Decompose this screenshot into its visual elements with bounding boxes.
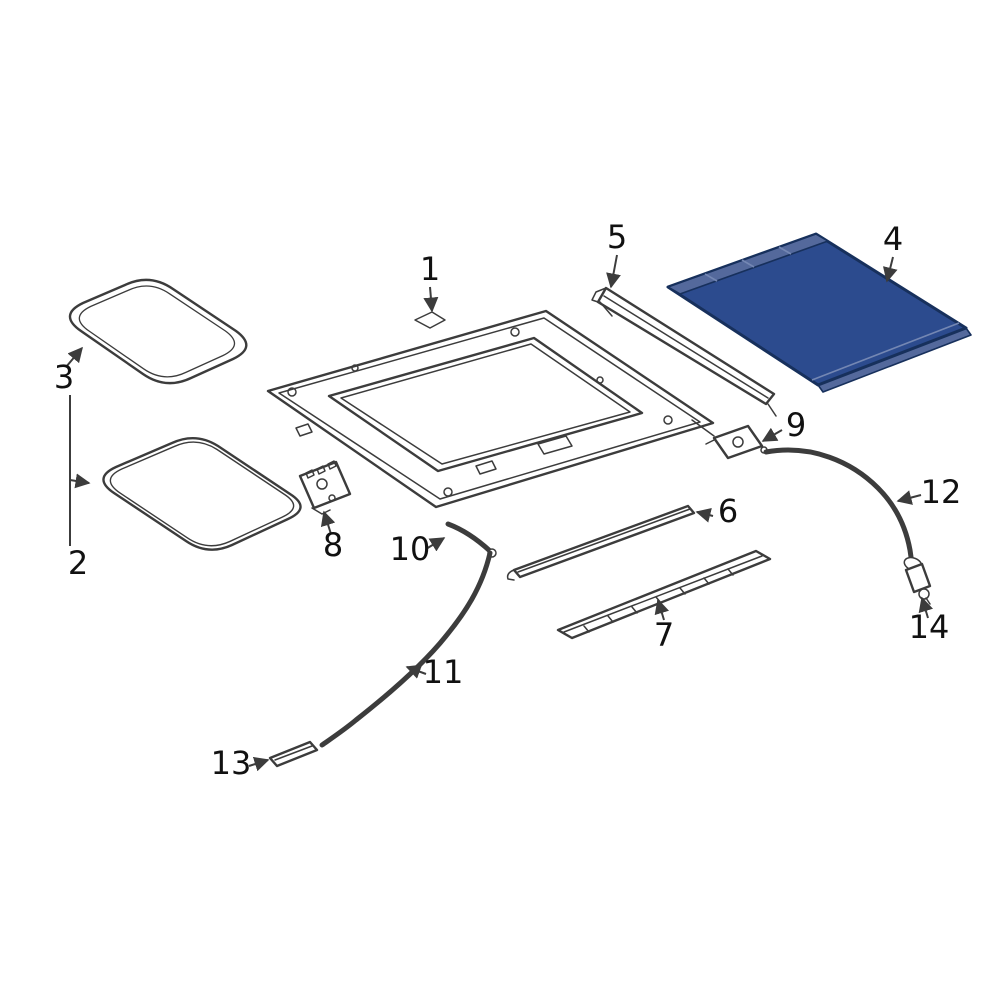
leader-line-12 — [896, 490, 922, 505]
part-label-2: 2 — [68, 544, 88, 582]
leader-line-14 — [918, 596, 934, 619]
leader-line-13 — [248, 756, 270, 772]
part-label-9: 9 — [786, 406, 806, 444]
part-13-hose-nozzle — [268, 740, 319, 768]
part-1-frame — [266, 309, 715, 509]
leader-line-5 — [606, 254, 621, 289]
part-label-11: 11 — [423, 653, 464, 691]
part-12-drain-hose-right — [763, 447, 915, 567]
leader-line-11 — [405, 664, 427, 679]
part-label-13: 13 — [211, 744, 252, 782]
part-2-glass-panel — [102, 437, 302, 551]
part-3-seal-ring — [68, 278, 248, 385]
part-9-drain-joint — [705, 424, 768, 460]
part-label-5: 5 — [607, 218, 627, 256]
part-label-1: 1 — [420, 250, 440, 288]
part-label-7: 7 — [654, 616, 674, 654]
leader-line-1 — [423, 286, 439, 313]
leader-line-2 — [69, 473, 91, 489]
part-label-8: 8 — [323, 526, 343, 564]
leader-line-10 — [425, 537, 446, 552]
part-label-14: 14 — [909, 608, 950, 646]
part-label-4: 4 — [883, 220, 903, 258]
part-label-10: 10 — [390, 530, 431, 568]
part-6-guide-strip — [506, 504, 696, 581]
leader-line-7 — [654, 598, 670, 621]
leader-line-6 — [695, 507, 714, 523]
part-11-drain-hose-left — [319, 550, 493, 748]
part-label-6: 6 — [718, 492, 738, 530]
leader-line-9 — [761, 427, 783, 442]
part-4-sunshade-highlighted — [666, 232, 972, 393]
leader-line-4 — [882, 256, 898, 283]
part-5-wind-deflector — [591, 286, 777, 417]
leader-line-8 — [320, 510, 336, 535]
part-14-drain-connector — [903, 556, 932, 605]
part-8-drive-motor — [298, 460, 352, 515]
part-label-12: 12 — [921, 473, 962, 511]
part-label-3: 3 — [54, 358, 74, 396]
leader-line-3 — [65, 346, 83, 368]
